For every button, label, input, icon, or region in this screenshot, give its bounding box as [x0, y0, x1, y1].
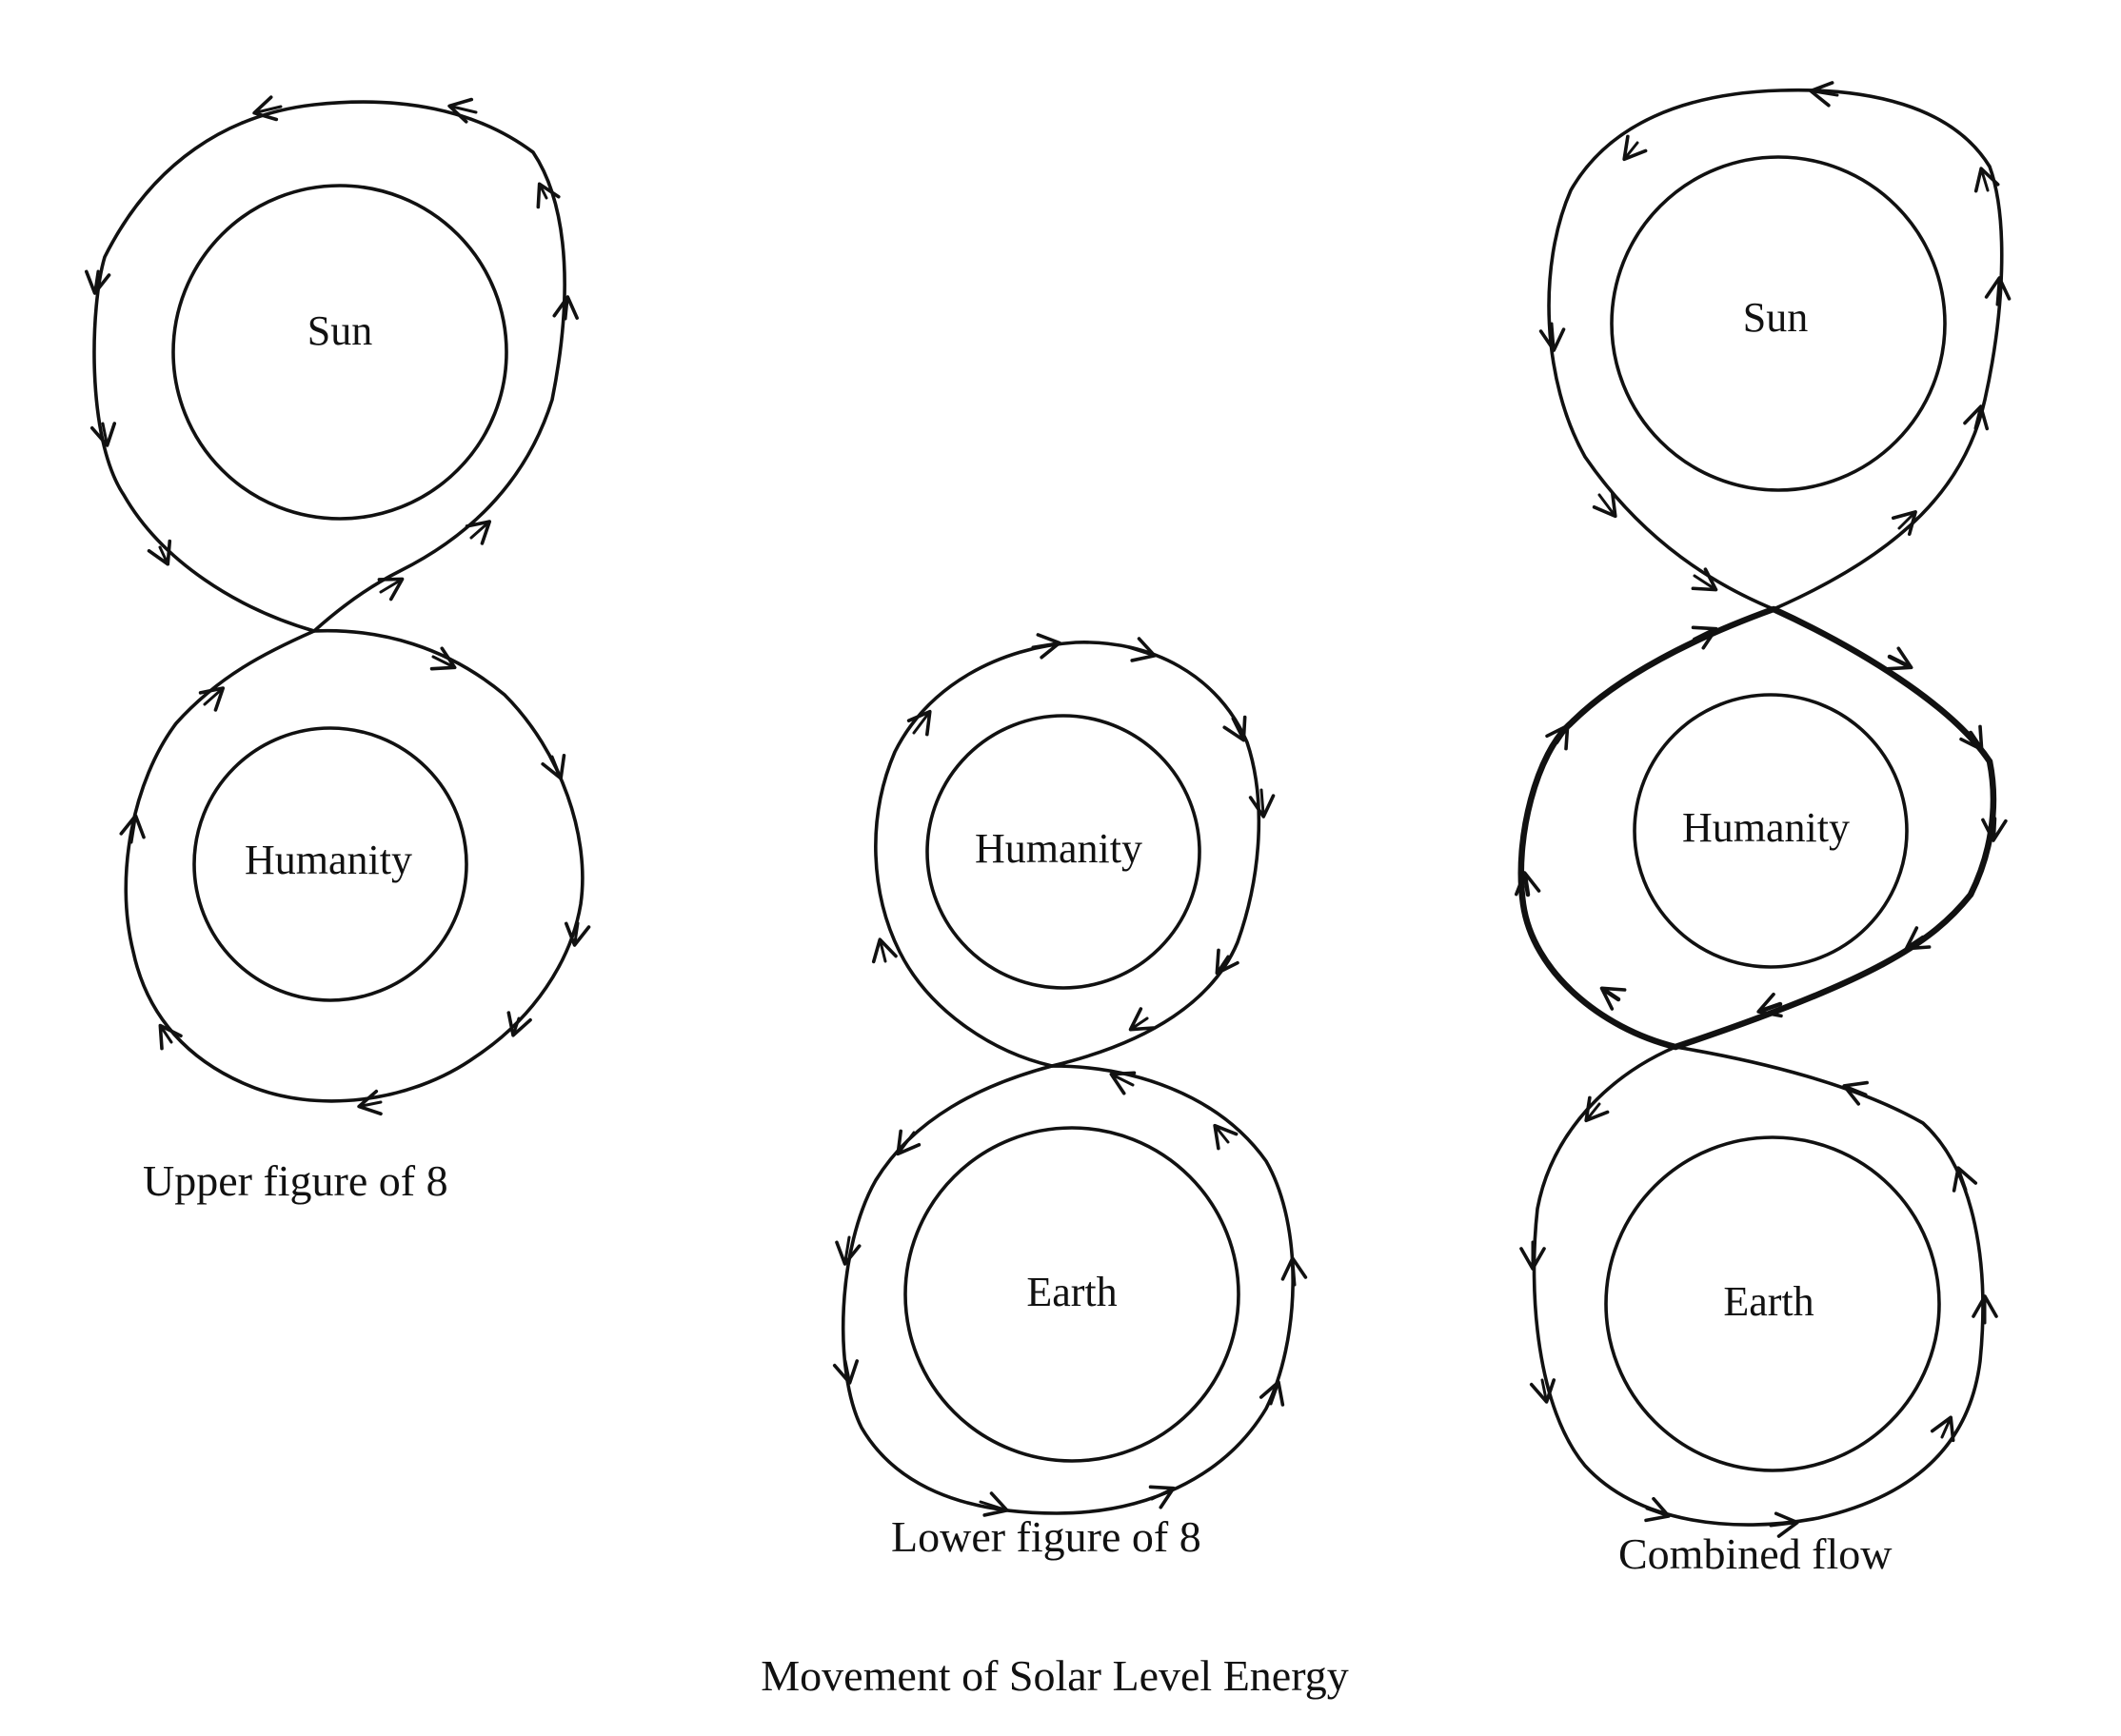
figure-upper-eight: [85, 95, 591, 1116]
arrow-mark: [1842, 1080, 1869, 1106]
arrow-mark: [1691, 625, 1718, 650]
arrow-mark: [1126, 637, 1157, 662]
humanity-circle: [192, 726, 468, 1002]
arrow-mark: [1031, 633, 1061, 660]
arrow-mark: [1213, 1123, 1239, 1151]
arrow-mark: [198, 686, 226, 712]
flow-arrows-combined: [1515, 81, 2012, 1538]
arrow-mark: [1644, 1496, 1671, 1523]
earth-circle: [903, 1126, 1240, 1463]
figure-combined-flow: [1515, 81, 2012, 1538]
arrow-mark: [1622, 134, 1648, 162]
arrow-mark: [1222, 715, 1247, 742]
flow-loop-earth: [1532, 1045, 1985, 1527]
arrow-mark: [835, 1235, 862, 1266]
arrow-mark: [1981, 816, 2008, 842]
arrow-mark: [552, 295, 579, 321]
arrow-mark: [1515, 871, 1541, 898]
arrow-mark: [1109, 1071, 1137, 1095]
arrow-mark: [906, 709, 932, 737]
humanity-circle: [1633, 693, 1909, 969]
caption-combined-flow: Combined flow: [1618, 1529, 1893, 1578]
arrow-mark: [1959, 724, 1984, 752]
humanity-circle: [925, 714, 1201, 990]
flow-arrows-lower-eight: [832, 633, 1308, 1517]
label-humanity: Humanity: [975, 825, 1142, 872]
flow-loop-sun: [92, 100, 566, 633]
arrow-mark: [506, 1011, 532, 1037]
arrow-mark: [158, 1023, 183, 1051]
arrow-mark: [979, 1491, 1009, 1517]
arrow-mark: [896, 1129, 922, 1156]
arrow-mark: [1128, 1007, 1156, 1032]
arrow-mark: [1148, 1485, 1176, 1509]
arrow-mark: [1545, 723, 1570, 751]
arrow-mark: [1215, 948, 1239, 976]
arrow-mark: [252, 95, 283, 122]
arrow-mark: [832, 1359, 860, 1385]
flow-loop-earth: [841, 1064, 1295, 1515]
arrow-mark: [1769, 1511, 1799, 1538]
arrow-mark: [1963, 404, 1990, 431]
arrow-mark: [1973, 167, 2000, 193]
arrow-mark: [1756, 992, 1783, 1018]
label-earth: Earth: [1723, 1278, 1814, 1325]
arrow-mark: [377, 577, 405, 602]
arrow-mark: [1599, 986, 1627, 1011]
arrow-mark: [465, 520, 492, 545]
arrow-mark: [429, 646, 457, 671]
arrow-mark: [541, 754, 566, 780]
caption-lower-figure: Lower figure of 8: [891, 1512, 1201, 1561]
arrow-mark: [1691, 567, 1718, 592]
arrow-mark: [1248, 788, 1276, 819]
arrow-mark: [89, 422, 117, 447]
arrow-mark: [1930, 1415, 1955, 1443]
arrow-mark: [565, 921, 591, 947]
arrow-mark: [147, 539, 172, 566]
flow-loop-humanity: [874, 641, 1261, 1068]
arrow-mark: [1891, 510, 1917, 537]
arrow-mark: [1984, 276, 2012, 306]
arrow-mark: [1529, 1378, 1556, 1404]
label-earth: Earth: [1026, 1269, 1117, 1315]
flow-arrows-upper-eight: [85, 95, 591, 1116]
arrow-mark: [1259, 1380, 1285, 1407]
arrow-mark: [1538, 322, 1566, 352]
label-humanity: Humanity: [1682, 804, 1850, 851]
arrow-mark: [871, 937, 898, 964]
arrow-mark: [357, 1089, 383, 1116]
arrow-mark: [1592, 491, 1617, 519]
arrow-mark: [447, 97, 478, 124]
arrow-mark: [85, 269, 111, 295]
arrow-mark: [1904, 926, 1932, 951]
diagram-title: Movement of Solar Level Energy: [761, 1651, 1348, 1700]
arrow-mark: [1584, 1095, 1610, 1123]
sun-circle: [1610, 155, 1947, 492]
caption-upper-figure: Upper figure of 8: [143, 1156, 448, 1205]
earth-circle: [1604, 1135, 1941, 1472]
arrow-mark: [1280, 1256, 1308, 1287]
arrow-mark: [1809, 81, 1839, 108]
arrow-mark: [536, 182, 561, 209]
sun-circle: [171, 184, 508, 521]
label-sun: Sun: [307, 307, 372, 354]
arrow-mark: [1952, 1166, 1978, 1193]
figure-lower-eight: [832, 633, 1308, 1517]
label-sun: Sun: [1743, 294, 1808, 341]
flow-loop-sun: [1547, 88, 2004, 611]
arrow-mark: [1886, 646, 1913, 671]
arrow-mark: [119, 814, 146, 844]
label-humanity: Humanity: [245, 837, 412, 883]
